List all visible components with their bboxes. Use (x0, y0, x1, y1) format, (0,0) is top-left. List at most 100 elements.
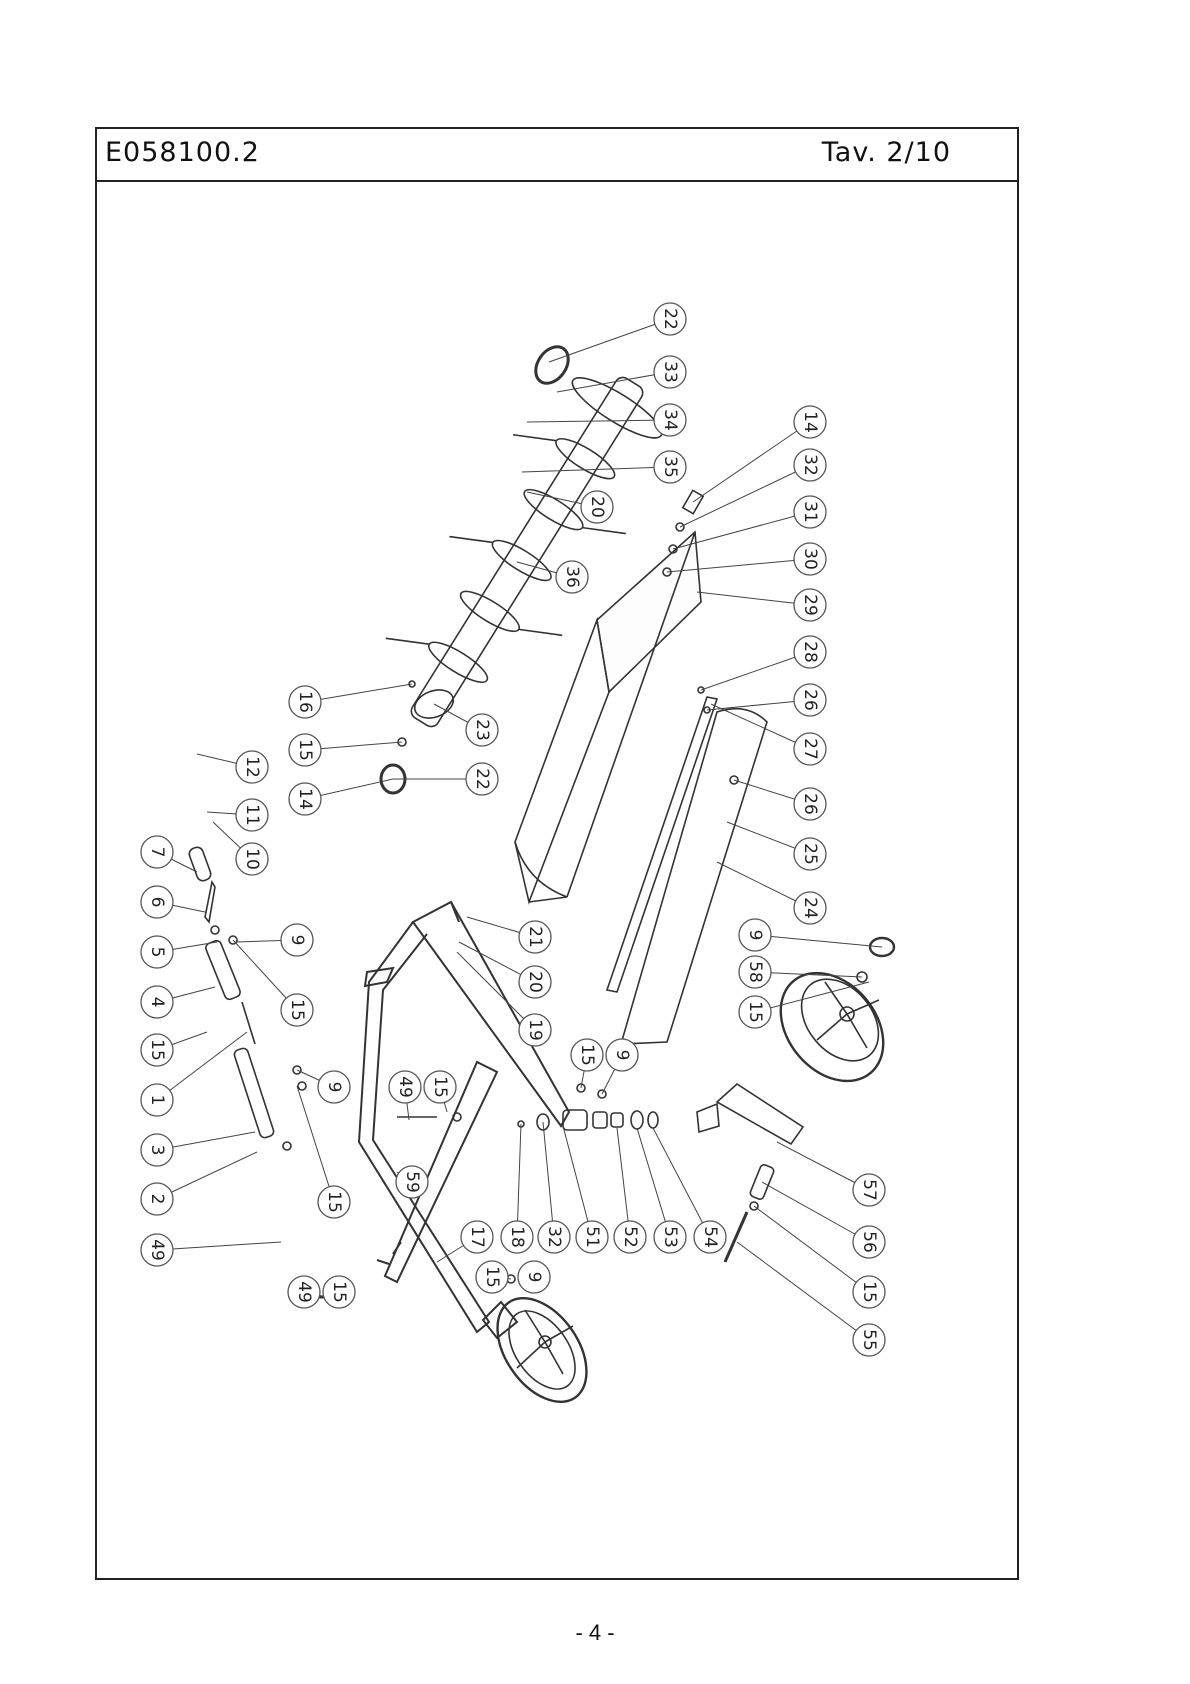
callout-bubble (140, 885, 174, 919)
callout-label: 34 (660, 409, 680, 431)
leader-line (296, 1085, 335, 1203)
callout-label: 23 (472, 719, 492, 741)
main-frame (357, 900, 571, 1340)
title-block: E058100.2 Tav. 2/10 (97, 129, 1017, 182)
callout-label: 26 (800, 689, 820, 711)
callout-bubble (575, 1220, 609, 1254)
part-callout: 22 (465, 762, 499, 796)
leader-line (156, 1151, 258, 1200)
part-callout: 10 (235, 842, 269, 876)
callout-label: 49 (395, 1076, 415, 1098)
part-callout: 9 (517, 1260, 551, 1294)
callout-bubble (852, 1323, 886, 1357)
callout-bubble (140, 1182, 174, 1216)
callout-bubble (852, 1173, 886, 1207)
callout-bubble (653, 1220, 687, 1254)
part-callout: 4 (140, 985, 174, 1019)
callout-label: 15 (745, 1001, 765, 1023)
part-callout: 14 (793, 405, 827, 439)
part-callout: 15 (738, 995, 772, 1029)
callout-label: 32 (800, 454, 820, 476)
part-callout: 11 (235, 798, 269, 832)
callout-bubble (287, 1275, 321, 1309)
callout-bubble (793, 732, 827, 766)
callout-label: 35 (660, 456, 680, 478)
callout-label: 54 (700, 1226, 720, 1248)
leader-line (706, 699, 811, 711)
callout-label: 12 (242, 756, 262, 778)
rear-plate-24 (619, 707, 768, 1045)
callout-label: 2 (147, 1194, 167, 1205)
callout-bubble (793, 837, 827, 871)
rear-wheel (779, 971, 885, 1083)
callout-bubble (518, 965, 552, 999)
wheel-bracket-57 (715, 1082, 805, 1146)
callout-label: 15 (482, 1266, 502, 1288)
callout-label: 18 (507, 1226, 527, 1248)
wheel-cap-9 (868, 936, 896, 958)
leader-line (716, 861, 811, 909)
leader-line (710, 703, 811, 750)
callout-bubble (605, 1038, 639, 1072)
part-callout: 27 (793, 732, 827, 766)
callout-bubble (518, 920, 552, 954)
callout-label: 33 (660, 361, 680, 383)
callout-bubble (140, 1233, 174, 1267)
part-callout: 51 (575, 1220, 609, 1254)
part-callout: 23 (465, 713, 499, 747)
callout-bubble (500, 1220, 534, 1254)
part-callout: 53 (653, 1220, 687, 1254)
part-callout: 52 (613, 1220, 647, 1254)
leader-line (156, 1241, 282, 1251)
callout-label: 19 (525, 1019, 545, 1041)
callout-bubble (465, 713, 499, 747)
callout-label: 1 (147, 1095, 167, 1106)
callout-label: 14 (295, 788, 315, 810)
leader-line (156, 1031, 248, 1101)
part-callout: 15 (317, 1185, 351, 1219)
leader-line (736, 1241, 870, 1341)
leader-line (616, 1127, 631, 1238)
callout-label: 9 (287, 935, 307, 946)
part-callout: 9 (738, 918, 772, 952)
drawing-sheet: E058100.2 Tav. 2/10 (95, 127, 1019, 1580)
callout-bubble (793, 542, 827, 576)
callout-bubble (280, 923, 314, 957)
callout-label: 24 (800, 897, 820, 919)
callout-label: 15 (430, 1076, 450, 1098)
leader-line (542, 1121, 555, 1238)
callout-bubble (852, 1225, 886, 1259)
callout-label: 25 (800, 843, 820, 865)
handle-assembly (188, 846, 307, 1151)
part-callout: 20 (580, 490, 614, 524)
part-callout: 57 (852, 1173, 886, 1207)
callout-bubble (317, 1185, 351, 1219)
part-callout: 26 (793, 683, 827, 717)
leader-line (672, 511, 811, 550)
callout-bubble (793, 448, 827, 482)
rotor-shaft (385, 376, 663, 728)
rear-flap-27 (605, 696, 719, 993)
leader-line (692, 421, 811, 503)
callout-bubble (555, 560, 589, 594)
callout-bubble (423, 1070, 457, 1104)
callout-bubble (317, 1070, 351, 1104)
callout-bubble (738, 918, 772, 952)
part-callout: 54 (693, 1220, 727, 1254)
callout-bubble (235, 750, 269, 784)
leader-line (700, 651, 811, 691)
callout-label: 9 (745, 930, 765, 941)
leader-line (556, 371, 671, 393)
callout-bubble (793, 683, 827, 717)
part-callout: 24 (793, 891, 827, 925)
callout-bubble (793, 891, 827, 925)
callout-label: 49 (294, 1281, 314, 1303)
part-callout: 55 (852, 1323, 886, 1357)
part-callout: 58 (738, 955, 772, 989)
callout-label: 15 (147, 1039, 167, 1061)
callout-label: 16 (295, 691, 315, 713)
part-callout: 49 (388, 1070, 422, 1104)
callout-label: 32 (544, 1226, 564, 1248)
callouts: 2233343520361432313029282627262524161514… (140, 302, 886, 1357)
part-callout: 6 (140, 885, 174, 919)
